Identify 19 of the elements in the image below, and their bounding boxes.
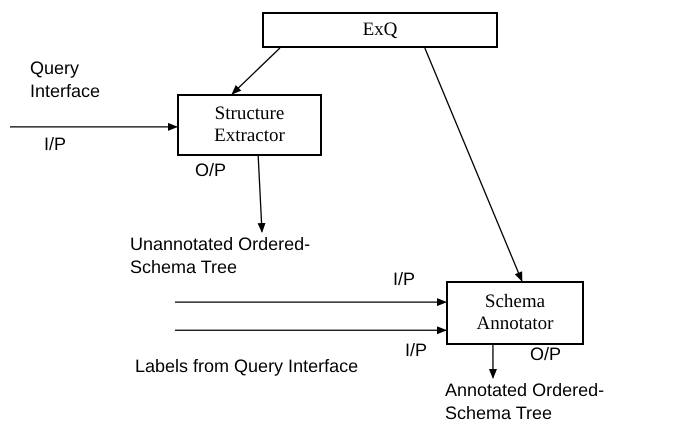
port-label: I/P	[393, 268, 416, 291]
port-label: O/P	[530, 343, 562, 366]
arrow	[258, 156, 266, 233]
process-box: Schema Annotator	[446, 281, 584, 345]
process-box: ExQ	[262, 12, 498, 48]
input-label: Query Interface	[30, 57, 102, 103]
arrow	[175, 298, 447, 306]
arrow	[488, 345, 497, 379]
port-label: O/P	[195, 159, 226, 182]
arrow	[10, 122, 178, 131]
arrow	[424, 48, 522, 282]
arrow	[175, 326, 447, 334]
output-text: Unannotated Ordered-Schema Tree	[130, 232, 330, 280]
port-label: I/P	[405, 339, 428, 362]
input-label: Labels from Query Interface	[135, 355, 360, 378]
port-label: I/P	[44, 133, 66, 156]
process-box: Structure Extractor	[177, 94, 322, 156]
output-text: Annotated Ordered-Schema Tree	[445, 378, 645, 426]
arrow	[231, 48, 280, 95]
